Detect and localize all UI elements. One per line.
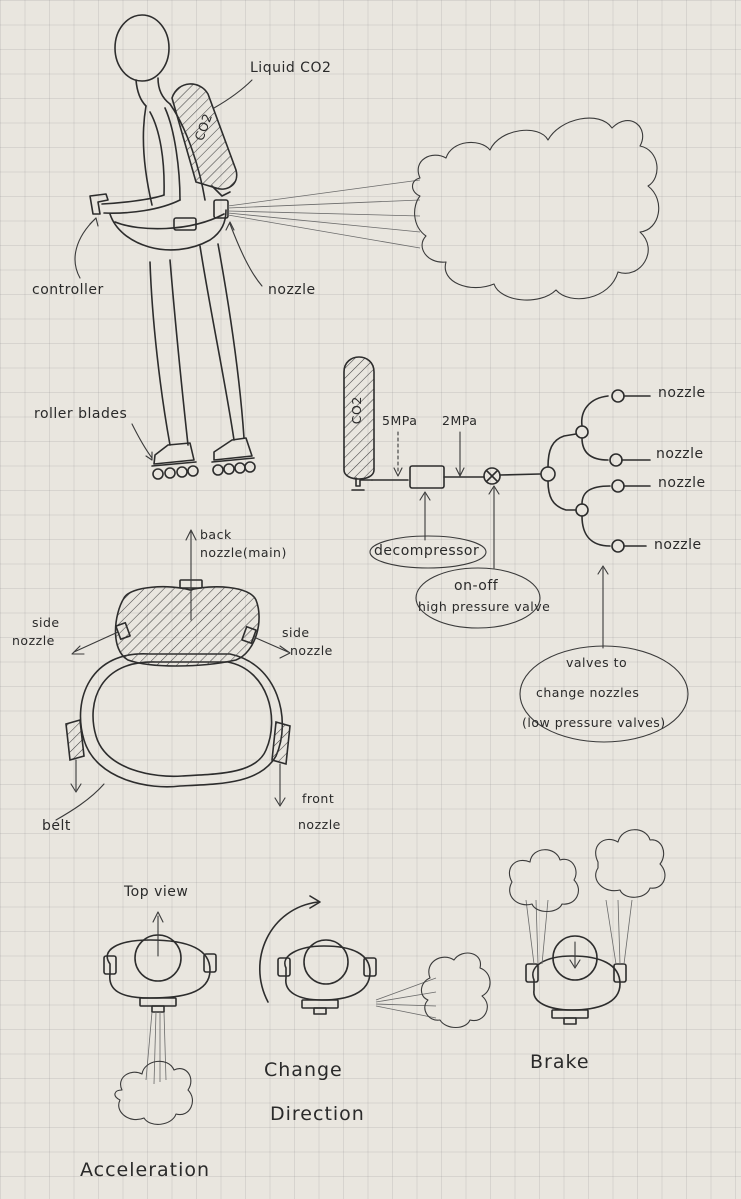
label-decompressor: decompressor (374, 543, 480, 559)
label-side-left-nozzle: nozzle (12, 633, 55, 648)
label-back: back (200, 527, 232, 542)
label-high-pressure-valve: high pressure valve (418, 599, 551, 614)
label-change-nozzles: change nozzles (536, 685, 640, 700)
label-direction: Direction (270, 1103, 365, 1125)
spray-cloud-icon (411, 117, 660, 301)
label-front: front (302, 791, 335, 806)
label-controller: controller (32, 282, 104, 298)
label-roller-blades: roller blades (34, 406, 128, 422)
onoff-valve-icon (483, 467, 501, 485)
label-co2-cylinder: CO2 (348, 396, 364, 425)
label-belt: belt (42, 818, 71, 834)
label-nozzle-4: nozzle (654, 537, 702, 553)
label-nozzle-main: nozzle(main) (200, 545, 287, 560)
label-side-right-nozzle: nozzle (290, 643, 333, 658)
label-acceleration: Acceleration (80, 1159, 211, 1181)
label-top-view: Top view (124, 884, 189, 900)
belt-diagram (55, 529, 291, 821)
label-nozzle-person: nozzle (268, 282, 316, 298)
label-change: Change (264, 1059, 343, 1081)
label-nozzle-3: nozzle (658, 475, 706, 491)
label-nozzle-1: nozzle (658, 385, 706, 401)
label-onoff: on-off (454, 578, 499, 594)
label-nozzle-2: nozzle (656, 446, 704, 462)
person-figure (74, 14, 660, 480)
decompressor-box (409, 465, 445, 489)
label-side-right: side (282, 625, 310, 640)
label-2mpa: 2MPa (442, 413, 478, 428)
label-valves-to: valves to (566, 655, 628, 670)
co2-tank-icon (171, 83, 238, 197)
co2-system-schematic (343, 356, 689, 743)
label-front-nozzle: nozzle (298, 817, 341, 832)
acceleration-diagram (103, 911, 217, 1125)
label-liquid-co2: Liquid CO2 (250, 60, 332, 76)
label-low-pressure-valves: (low pressure valves) (522, 715, 666, 730)
co2-cylinder-icon (343, 356, 375, 480)
label-5mpa: 5MPa (382, 413, 418, 428)
brake-diagram (508, 829, 666, 1025)
label-brake: Brake (530, 1051, 590, 1073)
label-side-left: side (32, 615, 60, 630)
change-direction-diagram (259, 895, 491, 1029)
